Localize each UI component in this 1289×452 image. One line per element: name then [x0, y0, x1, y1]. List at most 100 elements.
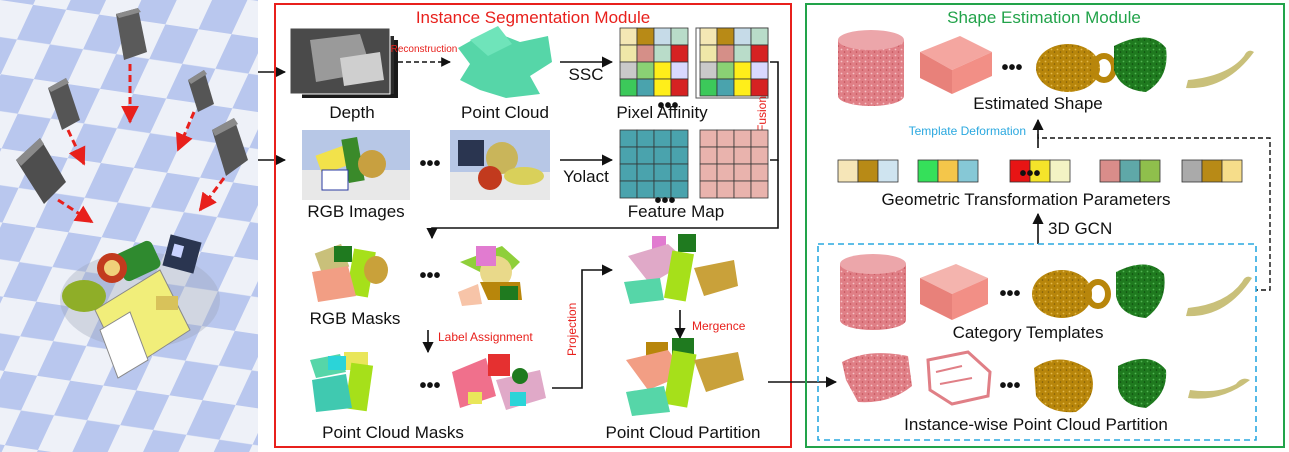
template-partition-box — [817, 243, 1257, 441]
affinity-cell — [636, 78, 655, 97]
depth-image-stack — [289, 27, 398, 98]
affinity-cell — [699, 44, 718, 63]
template-bowl — [1116, 264, 1165, 318]
instance-partition-row: ••• — [842, 350, 1250, 413]
parameter-cell — [937, 159, 959, 183]
affinity-cell — [733, 27, 752, 46]
affinity-cell — [716, 27, 735, 46]
params-ellipsis: ••• — [1019, 163, 1040, 185]
scene-panel — [0, 0, 258, 452]
affinity-cell — [670, 61, 689, 80]
parameter-cell — [1049, 159, 1071, 183]
ssc-label: SSC — [569, 65, 604, 84]
affinity-cell — [636, 61, 655, 80]
instance-module-title: Instance Segmentation Module — [416, 8, 650, 27]
point-cloud-masks-label: Point Cloud Masks — [322, 423, 464, 442]
feature-cell — [636, 129, 655, 148]
partition-ellipsis: ••• — [999, 375, 1020, 397]
point-cloud-masks-image-1 — [310, 352, 374, 412]
feature-cell — [653, 163, 672, 182]
falling-object-4 — [16, 138, 66, 204]
feature-cell — [636, 180, 655, 199]
projected-point-cloud-image — [624, 234, 738, 304]
rgb-masks-label: RGB Masks — [310, 309, 401, 328]
feature-cell — [670, 146, 689, 165]
feature-cell — [653, 129, 672, 148]
affinity-cell — [670, 78, 689, 97]
pc-masks-ellipsis: ••• — [419, 375, 440, 397]
parameter-cell — [1139, 159, 1161, 183]
feature-map-grid-2 — [699, 129, 769, 199]
rgb-masks-image-2 — [458, 246, 522, 306]
parameter-cell — [1099, 159, 1121, 183]
feature-map-label: Feature Map — [628, 202, 724, 221]
feature-ellipsis: ••• — [654, 190, 675, 212]
falling-object-1 — [116, 8, 147, 60]
parameter-cell — [857, 159, 879, 183]
shape-module-title: Shape Estimation Module — [947, 8, 1141, 27]
affinity-cell — [670, 44, 689, 63]
partition-cylinder — [842, 353, 912, 403]
geometric-parameter-groups — [837, 159, 1243, 183]
reconstruction-label: Reconstruction — [391, 44, 458, 55]
partition-mug — [1034, 359, 1093, 413]
affinity-cell — [653, 78, 672, 97]
instance-segmentation-module: Instance Segmentation Module Depth Recon… — [274, 3, 792, 448]
shape-estimation-module: Shape Estimation Module ••• — [805, 3, 1285, 448]
affinity-cell — [699, 78, 718, 97]
affinity-cell — [716, 44, 735, 63]
fusion-connector — [770, 61, 779, 161]
fusion-label: Fusion — [755, 96, 769, 132]
feature-cell — [750, 180, 769, 199]
feature-cell — [733, 163, 752, 182]
estimated-ellipsis: ••• — [1001, 57, 1022, 79]
falling-object-5 — [212, 118, 248, 176]
object-pile — [60, 234, 220, 379]
rgb-masks-image-1 — [312, 243, 388, 302]
gcn-label: 3D GCN — [1048, 219, 1112, 238]
feature-cell — [636, 163, 655, 182]
templates-ellipsis: ••• — [999, 283, 1020, 305]
rgb-image-2 — [450, 130, 550, 200]
template-banana — [1186, 276, 1252, 317]
mergence-label: Mergence — [692, 319, 746, 333]
geo-params-label: Geometric Transformation Parameters — [881, 190, 1170, 209]
falling-object-3 — [188, 70, 214, 112]
affinity-cell — [750, 78, 769, 97]
point-cloud-image — [458, 26, 552, 98]
feature-cell — [750, 146, 769, 165]
feature-cell — [670, 163, 689, 182]
template-mug — [1032, 270, 1111, 318]
affinity-cell — [733, 61, 752, 80]
feature-cell — [716, 180, 735, 199]
feature-cell — [670, 129, 689, 148]
affinity-cell — [619, 61, 638, 80]
feature-cell — [619, 180, 638, 199]
feature-cell — [733, 180, 752, 199]
affinity-cell — [733, 44, 752, 63]
feature-cell — [699, 180, 718, 199]
affinity-cell — [619, 27, 638, 46]
feature-cell — [733, 146, 752, 165]
pixel-affinity-grid-2 — [699, 27, 769, 97]
estimated-box — [920, 36, 992, 94]
feature-cell — [716, 146, 735, 165]
parameter-cell — [837, 159, 859, 183]
feature-cell — [733, 129, 752, 148]
falling-object-2 — [48, 78, 80, 130]
parameter-cell — [1119, 159, 1141, 183]
template-box — [920, 264, 988, 320]
category-templates-row: ••• — [840, 254, 1252, 330]
instance-partition-label: Instance-wise Point Cloud Partition — [904, 415, 1168, 434]
affinity-cell — [670, 27, 689, 46]
feature-cell — [670, 180, 689, 199]
estimated-mug — [1036, 44, 1117, 92]
template-deformation-loop — [1037, 134, 1271, 291]
estimated-bowl — [1114, 37, 1167, 92]
feature-cell — [619, 129, 638, 148]
estimated-shape-label: Estimated Shape — [973, 94, 1102, 113]
estimated-shape-row: ••• — [838, 30, 1254, 106]
rgb-images-label: RGB Images — [307, 202, 404, 221]
parameter-cell — [1221, 159, 1243, 183]
